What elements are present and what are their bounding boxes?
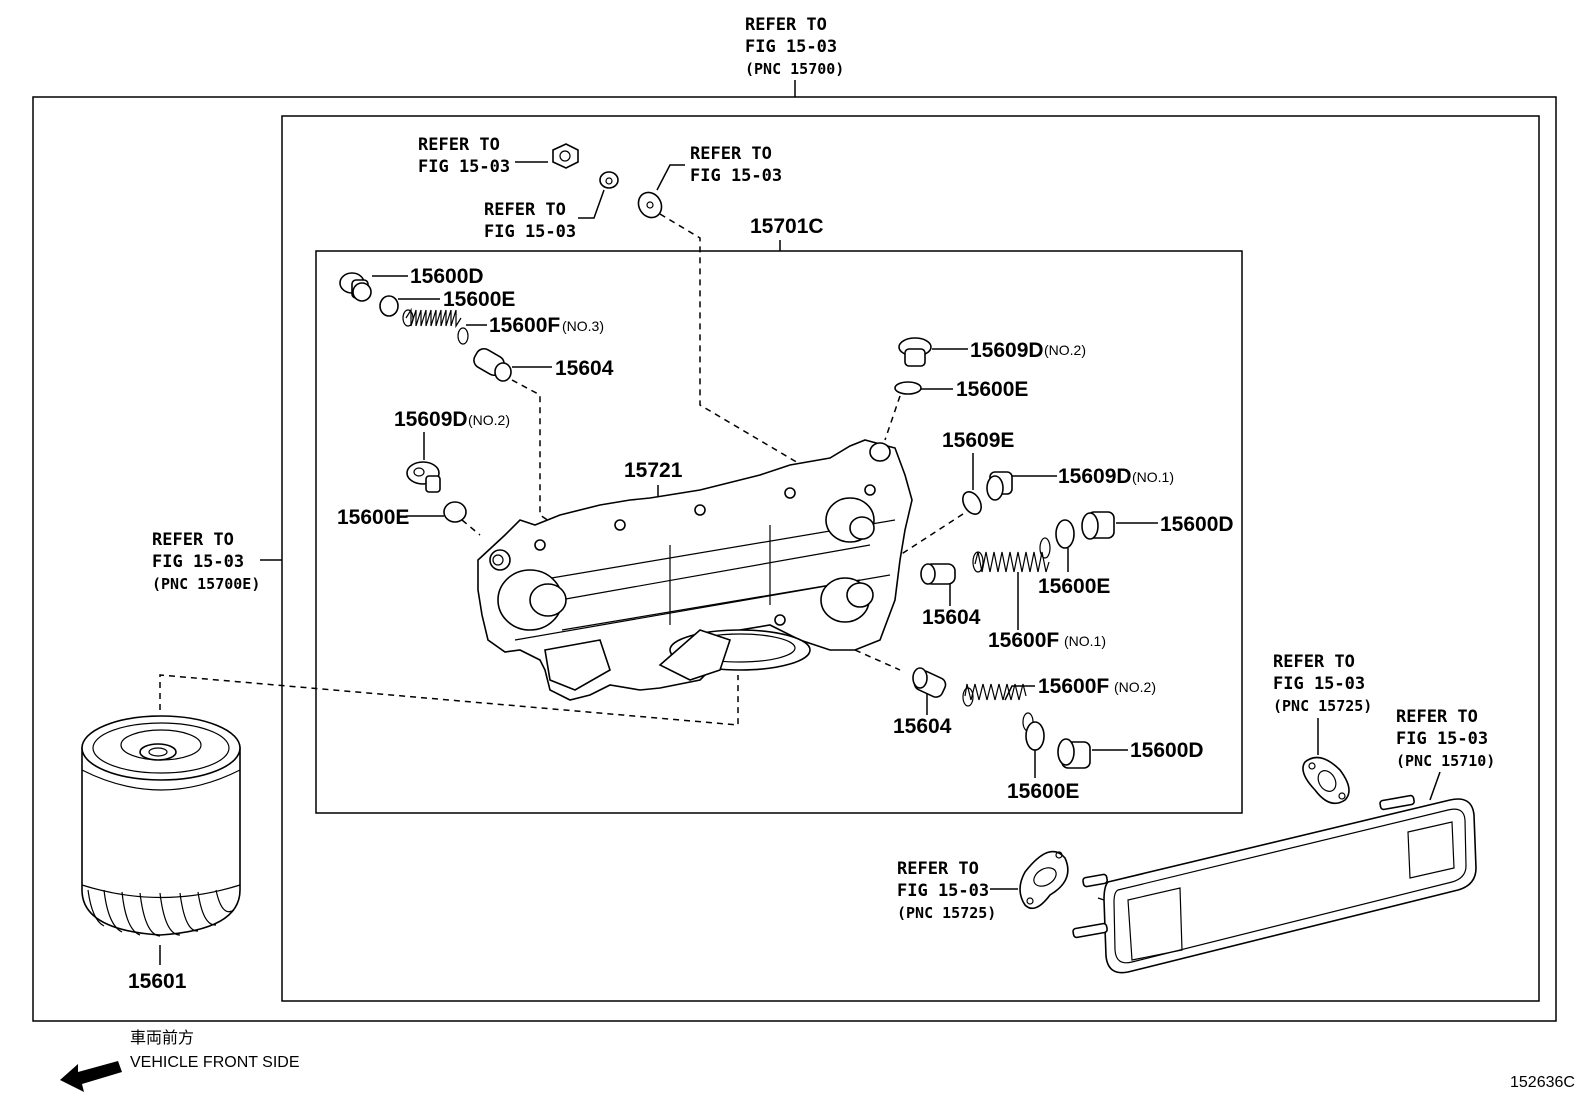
sub-assembly-frame: [315, 250, 1243, 814]
direction-en: VEHICLE FRONT SIDE: [130, 1054, 300, 1071]
svg-text:REFER TO: REFER TO: [745, 15, 827, 35]
o-ring-15600E-e: [1025, 721, 1045, 751]
svg-text:REFER TO: REFER TO: [1273, 652, 1355, 672]
ref-cooler[interactable]: REFER TO FIG 15-03 (PNC 15710): [1396, 707, 1495, 770]
ref-gasket-bottom[interactable]: REFER TO FIG 15-03 (PNC 15725): [897, 859, 996, 922]
label-15609D-c: 15609D: [1058, 465, 1132, 488]
svg-text:REFER TO: REFER TO: [1396, 707, 1478, 727]
valve-15604-lower: [912, 667, 947, 698]
label-15600F-b: 15600F: [988, 629, 1059, 652]
gasket-icon-bottom: [1019, 850, 1069, 910]
svg-text:(PNC 15700): (PNC 15700): [745, 60, 844, 78]
spring-15600F-no3: [402, 307, 469, 345]
oil-cooler-element: [1072, 794, 1477, 974]
svg-text:FIG 15-03: FIG 15-03: [1396, 729, 1488, 749]
spring-washer-icon: [599, 171, 619, 189]
svg-text:FIG 15-03: FIG 15-03: [690, 166, 782, 186]
label-15600F-c-sub: (NO.2): [1114, 679, 1156, 695]
svg-text:REFER TO: REFER TO: [152, 530, 234, 550]
label-15600E-e: 15600E: [1007, 780, 1079, 803]
svg-text:FIG 15-03: FIG 15-03: [484, 222, 576, 242]
oil-filter-bracket-15721: [477, 439, 913, 701]
label-15609D-b-sub: (NO.2): [1044, 342, 1086, 358]
ref-washer-a[interactable]: REFER TO FIG 15-03: [484, 200, 576, 242]
front-arrow-icon: [60, 1061, 122, 1092]
label-15604-a: 15604: [555, 357, 614, 380]
gasket-icon-right: [1302, 756, 1350, 805]
nut-icon: [552, 143, 579, 169]
svg-text:(PNC 15700E): (PNC 15700E): [152, 575, 260, 593]
spring-15600F-no1: [972, 537, 1051, 573]
label-15609D-b: 15609D: [970, 339, 1044, 362]
o-ring-15600E-d: [1055, 519, 1075, 549]
valve-15604-upper: [473, 347, 512, 382]
svg-text:FIG 15-03: FIG 15-03: [418, 157, 510, 177]
svg-text:(PNC 15725): (PNC 15725): [1273, 697, 1372, 715]
label-15604-c: 15604: [893, 715, 952, 738]
direction-jp: 車両前方: [130, 1029, 194, 1047]
label-15600D-b: 15600D: [1160, 513, 1234, 536]
label-15604-b: 15604: [922, 606, 981, 629]
svg-text:FIG 15-03: FIG 15-03: [152, 552, 244, 572]
label-15600E-a: 15600E: [443, 288, 515, 311]
label-15609E: 15609E: [942, 429, 1014, 452]
label-15600E-c: 15600E: [956, 378, 1028, 401]
label-15600F-a-sub: (NO.3): [562, 318, 604, 334]
oil-filter-15601: [81, 715, 241, 937]
plug-15600D-right-lower: [1057, 738, 1091, 769]
svg-text:REFER TO: REFER TO: [897, 859, 979, 879]
svg-text:FIG 15-03: FIG 15-03: [897, 881, 989, 901]
label-15601: 15601: [128, 970, 187, 993]
svg-text:REFER TO: REFER TO: [418, 135, 500, 155]
valve-15604-mid: [920, 563, 956, 585]
label-15600E-d: 15600E: [1038, 575, 1110, 598]
label-15600F-b-sub: (NO.1): [1064, 633, 1106, 649]
svg-text:(PNC 15710): (PNC 15710): [1396, 752, 1495, 770]
o-ring-15600E-b: [443, 501, 467, 523]
inner-frame: [281, 115, 1540, 1002]
o-ring-15600E-a: [379, 295, 399, 317]
washer-icon: [637, 191, 663, 219]
label-15609D-c-sub: (NO.1): [1132, 469, 1174, 485]
svg-text:FIG 15-03: FIG 15-03: [1273, 674, 1365, 694]
spring-15600F-no2: [962, 683, 1034, 732]
ref-washer-b[interactable]: REFER TO FIG 15-03: [690, 144, 782, 186]
label-15609D-a: 15609D: [394, 408, 468, 431]
gasket-15609E: [962, 491, 982, 515]
label-15600D-a: 15600D: [410, 265, 484, 288]
ref-nut[interactable]: REFER TO FIG 15-03: [418, 135, 510, 177]
ref-left[interactable]: REFER TO FIG 15-03 (PNC 15700E): [152, 530, 260, 593]
plug-15600D-upper-left: [339, 272, 372, 302]
svg-text:FIG 15-03: FIG 15-03: [745, 37, 837, 57]
ref-top[interactable]: REFER TO FIG 15-03 (PNC 15700): [745, 15, 844, 78]
svg-text:(PNC 15725): (PNC 15725): [897, 904, 996, 922]
figure-id: 152636C: [1510, 1074, 1575, 1091]
plug-15609D-left: [406, 461, 441, 493]
svg-text:REFER TO: REFER TO: [484, 200, 566, 220]
direction-indicator: 車両前方 VEHICLE FRONT SIDE: [60, 1029, 300, 1092]
label-15721: 15721: [624, 459, 683, 482]
ref-gasket-right[interactable]: REFER TO FIG 15-03 (PNC 15725): [1273, 652, 1372, 715]
plug-15609D-right-upper: [898, 337, 932, 367]
label-15600E-b: 15600E: [337, 506, 409, 529]
plug-15600D-right-mid: [1081, 511, 1115, 540]
o-ring-15600E-c: [894, 381, 922, 395]
label-15701C: 15701C: [750, 215, 824, 238]
svg-text:REFER TO: REFER TO: [690, 144, 772, 164]
label-15600D-c: 15600D: [1130, 739, 1204, 762]
plug-15609D-no1: [986, 471, 1013, 501]
label-15609D-a-sub: (NO.2): [468, 412, 510, 428]
label-15600F-c: 15600F: [1038, 675, 1109, 698]
label-15600F-a: 15600F: [489, 314, 560, 337]
